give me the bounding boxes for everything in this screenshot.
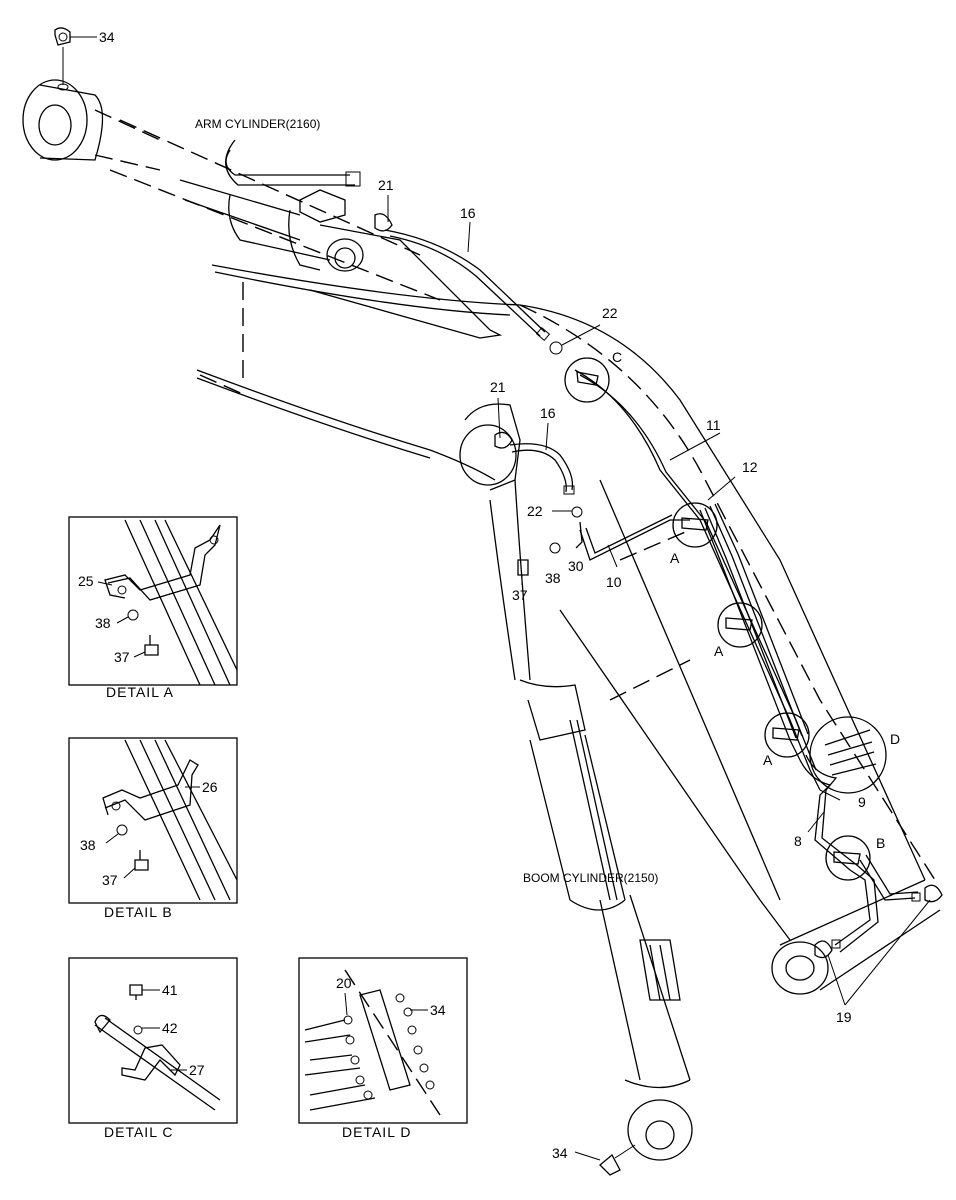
detail-a-caption: DETAIL A: [106, 684, 174, 700]
detail-b-callout-26: 26: [202, 779, 218, 795]
detail-c-callout-41: 41: [162, 982, 178, 998]
clamp-circles: [564, 357, 887, 881]
callout-37-mid: 37: [512, 587, 528, 603]
detail-a-box: [68, 516, 238, 686]
callout-a-1: A: [670, 550, 680, 566]
callout-11: 11: [706, 417, 721, 433]
callout-34-bottom: 34: [552, 1145, 568, 1161]
callout-8: 8: [794, 833, 802, 849]
callout-21-mid: 21: [490, 379, 506, 395]
detail-d-box: [298, 957, 468, 1124]
detail-c-callout-42: 42: [162, 1020, 178, 1036]
boom-cylinder-title: BOOM CYLINDER(2150): [523, 871, 658, 885]
detail-a-callout-38: 38: [95, 615, 111, 631]
detail-d-callout-34: 34: [430, 1002, 446, 1018]
detail-b-box: [68, 737, 238, 904]
callout-9: 9: [858, 794, 866, 810]
callout-22-mid: 22: [527, 503, 543, 519]
callout-10: 10: [606, 574, 622, 590]
callout-16-top: 16: [460, 205, 476, 221]
detail-b-callout-37: 37: [102, 872, 118, 888]
detail-d-callout-20: 20: [336, 975, 352, 991]
callout-34-top: 34: [99, 29, 115, 45]
callout-12: 12: [742, 459, 758, 475]
callout-19: 19: [836, 1009, 852, 1025]
detail-b-callout-38: 38: [80, 837, 96, 853]
detail-c-box: [68, 957, 238, 1124]
component-titles: ARM CYLINDER(2160) BOOM CYLINDER(2150): [195, 117, 658, 885]
boom-cylinder: [459, 403, 693, 1161]
detail-a-callout-25: 25: [78, 573, 94, 589]
callout-38-mid: 38: [545, 570, 561, 586]
detail-c-caption: DETAIL C: [104, 1124, 173, 1140]
callout-21-top: 21: [378, 177, 394, 193]
detail-b-caption: DETAIL B: [104, 904, 173, 920]
callout-a-3: A: [763, 752, 773, 768]
callout-a-2: A: [714, 643, 724, 659]
callout-c: C: [612, 349, 622, 365]
detail-a-callout-37: 37: [114, 649, 130, 665]
callout-30: 30: [568, 558, 584, 574]
arm-cylinder: [22, 79, 503, 339]
small-fittings: [54, 27, 943, 1176]
part-callouts: 34 21 16 22 C 11 12 21 16 22 A 38 30 10 …: [78, 29, 900, 1161]
detail-c-callout-27: 27: [189, 1062, 205, 1078]
callout-22-top: 22: [602, 305, 618, 321]
boom-structure: [109, 119, 941, 995]
detail-d-caption: DETAIL D: [342, 1124, 411, 1140]
arm-cylinder-title: ARM CYLINDER(2160): [195, 117, 320, 131]
leader-lines: [70, 36, 931, 1161]
hose-16-mid: [494, 431, 575, 495]
callout-d: D: [890, 731, 900, 747]
hose-16-top: [374, 213, 563, 355]
callout-16-mid: 16: [540, 405, 556, 421]
detail-captions: DETAIL A DETAIL B DETAIL C DETAIL D: [104, 684, 411, 1140]
callout-b: B: [876, 835, 885, 851]
pipes-11-12: [574, 369, 921, 953]
